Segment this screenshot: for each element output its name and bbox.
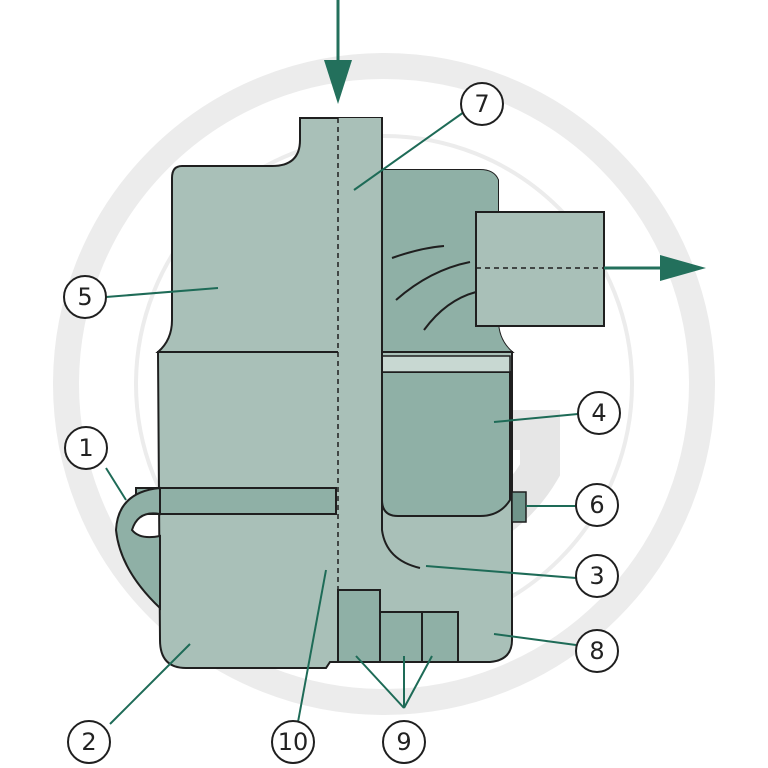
- inlet-arrow: [324, 0, 352, 104]
- svg-text:4: 4: [591, 399, 606, 427]
- svg-text:10: 10: [278, 728, 309, 756]
- callout-8: 8: [575, 629, 619, 673]
- callout-3: 3: [575, 554, 619, 598]
- filter-element: [381, 371, 511, 517]
- callout-6: 6: [575, 483, 619, 527]
- outlet-box: [475, 211, 605, 327]
- svg-text:7: 7: [474, 90, 489, 118]
- callout-2: 2: [67, 720, 111, 764]
- side-stud: [511, 491, 527, 523]
- outlet-arrow: [604, 255, 706, 281]
- leader-lines: [105, 111, 579, 725]
- side-flap: [114, 486, 161, 611]
- callout-9: 9: [382, 720, 426, 764]
- callout-1: 1: [64, 426, 108, 470]
- callout-4: 4: [577, 391, 621, 435]
- svg-text:5: 5: [77, 283, 92, 311]
- callout-7: 7: [460, 82, 504, 126]
- svg-text:1: 1: [78, 434, 93, 462]
- horizontal-rod: [135, 487, 337, 515]
- swirl-vanes: [391, 245, 477, 331]
- central-tube: [338, 118, 420, 580]
- svg-text:2: 2: [81, 728, 96, 756]
- callout-10: 10: [271, 720, 315, 764]
- svg-text:8: 8: [589, 637, 604, 665]
- svg-text:9: 9: [396, 728, 411, 756]
- svg-text:6: 6: [589, 491, 604, 519]
- svg-text:3: 3: [589, 562, 604, 590]
- dust-valves: [337, 589, 459, 663]
- callout-5: 5: [63, 275, 107, 319]
